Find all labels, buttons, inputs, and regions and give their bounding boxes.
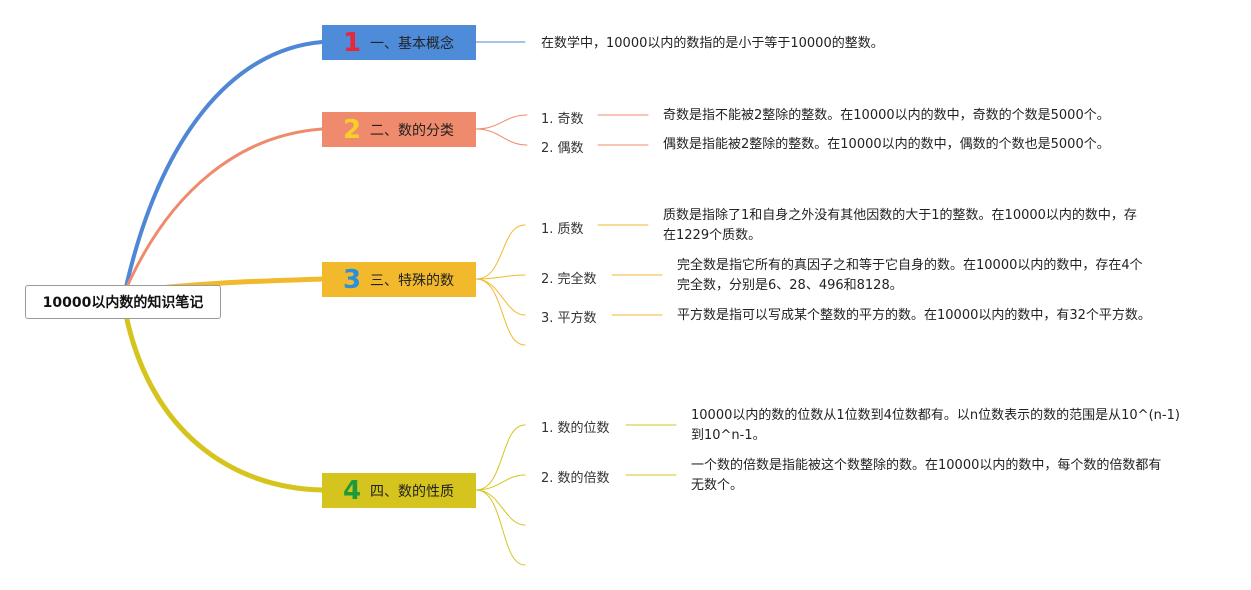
sub-branch-line [475,114,528,130]
detail-line: 无数个。 [691,478,744,493]
detail-line: 到10^n-1。 [691,428,766,443]
topic-label: 四、数的性质 [370,483,454,500]
branch-line-4 [123,312,325,493]
subtopic-multiples[interactable]: 2. 数的倍数 [541,471,610,486]
branch-line-1 [124,40,324,289]
sub-branch-line [475,274,526,280]
topic-number-1: 1 [342,27,362,58]
branch-line-2 [124,127,324,291]
detail-text: 10000以内的数的位数从1位数到4位数都有。以n位数表示的数的范围是从10^(… [691,406,1180,446]
sub-branch-line [475,128,528,146]
topic-label: 三、特殊的数 [370,272,454,289]
detail-line: 平方数是指可以写成某个整数的平方的数。在10000以内的数中，有32个平方数。 [677,308,1151,323]
sub-branch-line [475,424,526,491]
detail-line: 10000以内的数的位数从1位数到4位数都有。以n位数表示的数的范围是从10^(… [691,408,1180,423]
topic-properties[interactable]: 4 四、数的性质 [322,473,476,508]
topic-label: 二、数的分类 [370,122,454,139]
detail-line: 一个数的倍数是指能被这个数整除的数。在10000以内的数中，每个数的倍数都有 [691,458,1162,473]
topic-label: 一、基本概念 [370,35,454,52]
detail-line: 完全数，分别是6、28、496和8128。 [677,278,903,293]
subtopic-prime[interactable]: 1. 质数 [541,222,584,237]
topic-basic-concept[interactable]: 1 一、基本概念 [322,25,476,60]
detail-text: 偶数是指能被2整除的整数。在10000以内的数中，偶数的个数也是5000个。 [663,137,1110,152]
detail-line: 质数是指除了1和自身之外没有其他因数的大于1的整数。在10000以内的数中，存 [663,208,1137,223]
sub-branch-line [475,489,526,566]
detail-line: 完全数是指它所有的真因子之和等于它自身的数。在10000以内的数中，存在4个 [677,258,1143,273]
topic-special-numbers[interactable]: 3 三、特殊的数 [322,262,476,297]
root-topic-label: 10000以内数的知识笔记 [42,295,204,311]
subtopic-perfect[interactable]: 2. 完全数 [541,272,597,287]
topic-number-2: 2 [342,114,362,145]
detail-text: 质数是指除了1和自身之外没有其他因数的大于1的整数。在10000以内的数中，存 … [663,206,1137,246]
subtopic-square[interactable]: 3. 平方数 [541,311,597,326]
subtopic-odd[interactable]: 1. 奇数 [541,112,584,127]
subtopic-even[interactable]: 2. 偶数 [541,141,584,156]
sub-branch-line [475,489,526,526]
sub-branch-line [475,474,526,491]
sub-branch-line [475,278,526,316]
topic-number-3: 3 [342,264,362,295]
topic-number-4: 4 [342,475,362,506]
sub-branch-line [475,278,526,346]
detail-text: 在数学中，10000以内的数指的是小于等于10000的整数。 [541,36,884,51]
subtopic-digits[interactable]: 1. 数的位数 [541,421,610,436]
detail-line: 在1229个质数。 [663,228,762,243]
sub-branch-line [475,224,526,280]
root-topic[interactable]: 10000以内数的知识笔记 [25,285,221,319]
topic-classification[interactable]: 2 二、数的分类 [322,112,476,147]
detail-text: 一个数的倍数是指能被这个数整除的数。在10000以内的数中，每个数的倍数都有 无… [691,456,1161,496]
detail-text: 奇数是指不能被2整除的整数。在10000以内的数中，奇数的个数是5000个。 [663,108,1110,123]
detail-text: 完全数是指它所有的真因子之和等于它自身的数。在10000以内的数中，存在4个 完… [677,256,1143,296]
detail-text: 平方数是指可以写成某个整数的平方的数。在10000以内的数中，有32个平方数。 [677,306,1151,326]
